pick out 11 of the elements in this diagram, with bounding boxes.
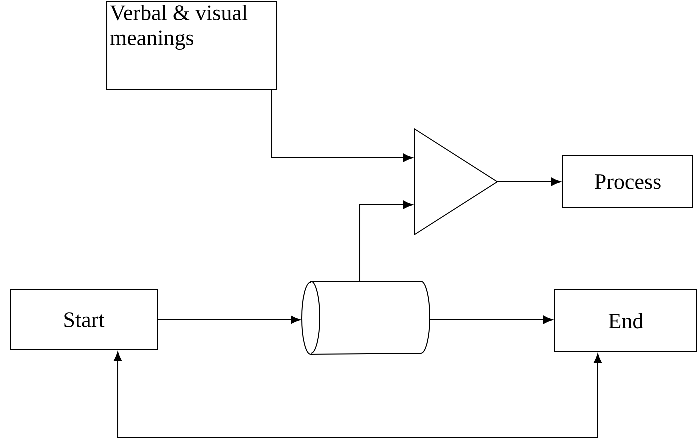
text-box: Start	[10, 290, 158, 350]
arrow	[360, 200, 414, 282]
arrow	[158, 316, 301, 324]
text-box: End	[554, 290, 698, 352]
arrow	[430, 316, 554, 324]
text-box: Process	[562, 156, 694, 208]
cylinder-shape	[302, 281, 430, 355]
arrow	[114, 352, 602, 438]
text-box: Verbal & visual meanings	[106, 2, 278, 90]
arrow	[272, 90, 414, 162]
arrow	[497, 178, 562, 186]
